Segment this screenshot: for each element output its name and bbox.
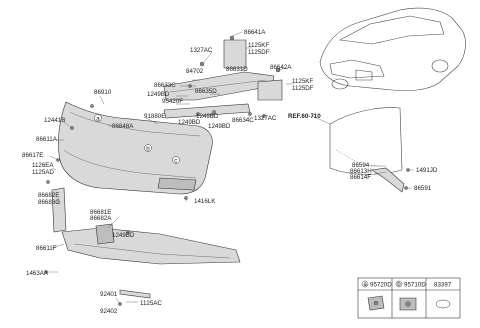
label-1125DF-a: 1125DF <box>248 49 270 56</box>
label-86634C: 86634C <box>232 117 254 124</box>
label-1249BD-c: 1249BD <box>196 113 219 120</box>
label-1249BD-b: 1249BD <box>178 119 201 126</box>
label-84702: 84702 <box>186 68 204 75</box>
bumper-beam <box>163 39 283 119</box>
label-86633C: 86633C <box>154 82 176 89</box>
svg-text:a: a <box>96 115 100 122</box>
legend-table: a 95720D b 95710D 83397 <box>357 277 461 319</box>
label-92402: 92402 <box>100 308 118 315</box>
label-1249BD-a: 1249BD <box>147 91 170 98</box>
label-86848A: 86848A <box>112 123 134 130</box>
leader-lines <box>46 31 414 305</box>
label-1249BD-e: 1249BD <box>112 232 135 239</box>
label-12441B: 12441B <box>44 117 65 124</box>
legend-item-plug: 83397 <box>434 282 452 309</box>
svg-text:95710D: 95710D <box>404 282 426 289</box>
quarter-panel <box>329 107 405 193</box>
label-1126EA: 1126EA <box>32 162 54 169</box>
label-86641A: 86641A <box>244 29 266 36</box>
label-86682A: 86682A <box>90 215 112 222</box>
label-86617E: 86617E <box>22 152 43 159</box>
svg-text:c: c <box>174 157 177 164</box>
label-1327AC-b: 1327AC <box>254 115 277 122</box>
label-1491JD: 1491JD <box>416 167 438 174</box>
label-86614F: 86614F <box>350 174 371 181</box>
label-92401: 92401 <box>100 291 118 298</box>
callout-c: c <box>172 156 180 164</box>
label-1125KF-b: 1125KF <box>292 78 313 85</box>
label-86631D: 86631D <box>226 66 248 73</box>
label-86611F: 86611F <box>36 245 57 252</box>
label-86681E: 86681E <box>90 209 111 216</box>
legend-item-b: b 95710D <box>395 280 426 311</box>
svg-text:b: b <box>146 145 150 152</box>
svg-text:95720D: 95720D <box>370 282 392 289</box>
svg-text:83397: 83397 <box>434 282 452 289</box>
label-1416LK: 1416LK <box>194 198 216 205</box>
callout-a: a <box>94 114 102 122</box>
label-86613H: 86613H <box>350 168 372 175</box>
label-86635D: 86635D <box>195 88 217 95</box>
label-86683G: 86683G <box>38 199 60 206</box>
label-1249BD-d: 1249BD <box>208 123 231 130</box>
label-86591: 86591 <box>414 185 432 192</box>
lower-diffuser <box>61 223 241 265</box>
label-1463AA: 1463AA <box>26 270 49 277</box>
svg-text:b: b <box>397 281 401 288</box>
side-bracket <box>51 187 151 299</box>
callout-b: b <box>144 144 152 152</box>
label-1125DF-b: 1125DF <box>292 85 314 92</box>
label-86910: 86910 <box>94 89 112 96</box>
label-86611A: 86611A <box>36 136 58 143</box>
label-91880E: 91880E <box>144 113 165 120</box>
label-86594: 86594 <box>352 162 370 169</box>
label-1125KF-a: 1125KF <box>248 42 269 49</box>
label-1125AD: 1125AD <box>32 169 54 176</box>
svg-text:a: a <box>363 281 367 288</box>
legend-item-a: a 95720D <box>361 280 392 311</box>
label-86642A: 86642A <box>270 64 292 71</box>
label-1327AC-a: 1327AC <box>190 47 213 54</box>
bumper-cover <box>58 101 213 195</box>
label-95420F: 95420F <box>162 98 183 105</box>
part-labels: 86641A 1125KF 1125DF 1327AC 86631D 86642… <box>22 29 438 315</box>
label-ref: REF.60-710 <box>288 113 321 120</box>
car-outline <box>319 7 466 92</box>
label-1125AC: 1125AC <box>140 300 162 307</box>
label-86682E: 86682E <box>38 192 59 199</box>
